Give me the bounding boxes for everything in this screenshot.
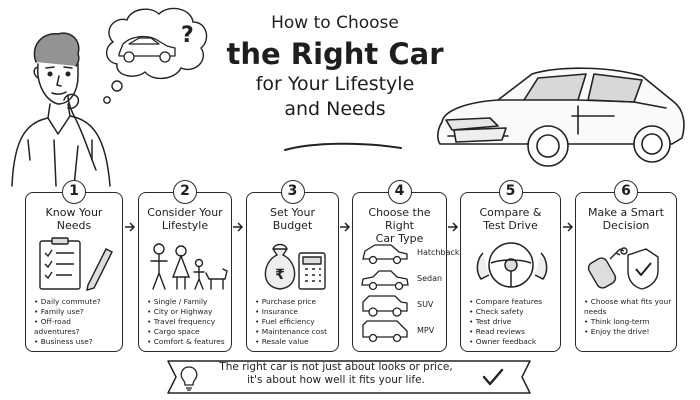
family-icon [150, 243, 228, 290]
arrow-right-icon [233, 222, 244, 232]
step-title: Make a Smart Decision [588, 206, 664, 232]
car-type-label: MPV [417, 326, 435, 335]
quote-text: The right car is not just about looks or… [219, 361, 453, 386]
car-type-sedan: Sedan [359, 267, 442, 293]
arrow-right-icon [125, 222, 136, 232]
sedan-car-illustration [437, 67, 685, 167]
title-line-1: How to Choose [271, 13, 399, 33]
rupee-symbol: ₹ [275, 267, 285, 283]
step-card-consider-lifestyle: 2 Consider Your Lifestyle Single / Famil… [138, 180, 232, 352]
car-type-label: Hatchback [417, 248, 460, 257]
car-type-suv: SUV [359, 293, 433, 319]
car-type-mpv: MPV [359, 319, 434, 345]
page-title: How to Choose the Right Car for Your Lif… [225, 12, 445, 122]
step-card-compare-test-drive: 5 Compare & Test Drive Compare features … [460, 180, 561, 352]
step-bullets: Choose what fits your needs Think long-t… [584, 297, 672, 337]
step-title: Consider Your Lifestyle [147, 206, 223, 232]
step-number: 3 [280, 180, 305, 204]
step-bullets: Daily commute? Family use? Off-road adve… [34, 297, 118, 347]
arrow-right-icon [340, 222, 351, 232]
step-card-know-needs: 1 Know Your Needs Daily commute? Family … [25, 180, 123, 352]
step-bullets: Single / Family City or Highway Travel f… [147, 297, 227, 347]
car-type-hatchback: Hatchback [359, 241, 460, 267]
mpv-icon [362, 320, 408, 343]
title-line-4: and Needs [284, 98, 386, 120]
sedan-icon [361, 270, 409, 291]
step-number: 1 [62, 180, 86, 204]
checkmark-icon [482, 368, 504, 386]
car-key-check-icon [587, 247, 659, 290]
step-title: Compare & Test Drive [479, 206, 542, 232]
quote-banner [167, 360, 531, 394]
car-type-list: Hatchback Sedan SUV MPV [359, 241, 460, 345]
arrow-right-icon [563, 222, 574, 232]
title-line-2: the Right Car [226, 37, 444, 71]
step-number: 2 [173, 180, 197, 204]
money-bag-calculator-icon: ₹ [264, 243, 326, 290]
title-line-3: for Your Lifestyle [255, 73, 415, 95]
car-type-label: Sedan [417, 274, 443, 283]
step-number: 4 [387, 180, 412, 204]
thought-car-icon [118, 35, 176, 63]
step-bullets: Purchase price Insurance Fuel efficiency… [255, 297, 334, 347]
car-type-label: SUV [417, 300, 434, 309]
title-underline [284, 142, 402, 151]
thinking-man-illustration [11, 32, 111, 187]
step-card-set-budget: 3 Set Your Budget ₹ Purchase price Insur… [246, 180, 339, 352]
step-title: Set Your Budget [269, 206, 316, 232]
step-title: Choose the Right Car Type [368, 206, 431, 245]
steering-wheel-icon [476, 242, 548, 288]
step-title: Know Your Needs [45, 206, 103, 232]
step-card-smart-decision: 6 Make a Smart Decision Choose what fits… [575, 180, 677, 352]
arrow-right-icon [448, 222, 459, 232]
step-bullets: Compare features Check safety Test drive… [469, 297, 556, 347]
lightbulb-icon [180, 366, 198, 391]
step-number: 6 [614, 180, 638, 204]
suv-icon [362, 295, 408, 317]
hatchback-icon [362, 244, 408, 265]
checklist-icon [39, 237, 113, 291]
step-number: 5 [498, 180, 523, 204]
thought-bubble: ? [103, 7, 208, 104]
step-card-choose-car-type: 4 Choose the Right Car Type Hatchback Se… [352, 180, 460, 352]
question-mark: ? [181, 23, 194, 48]
